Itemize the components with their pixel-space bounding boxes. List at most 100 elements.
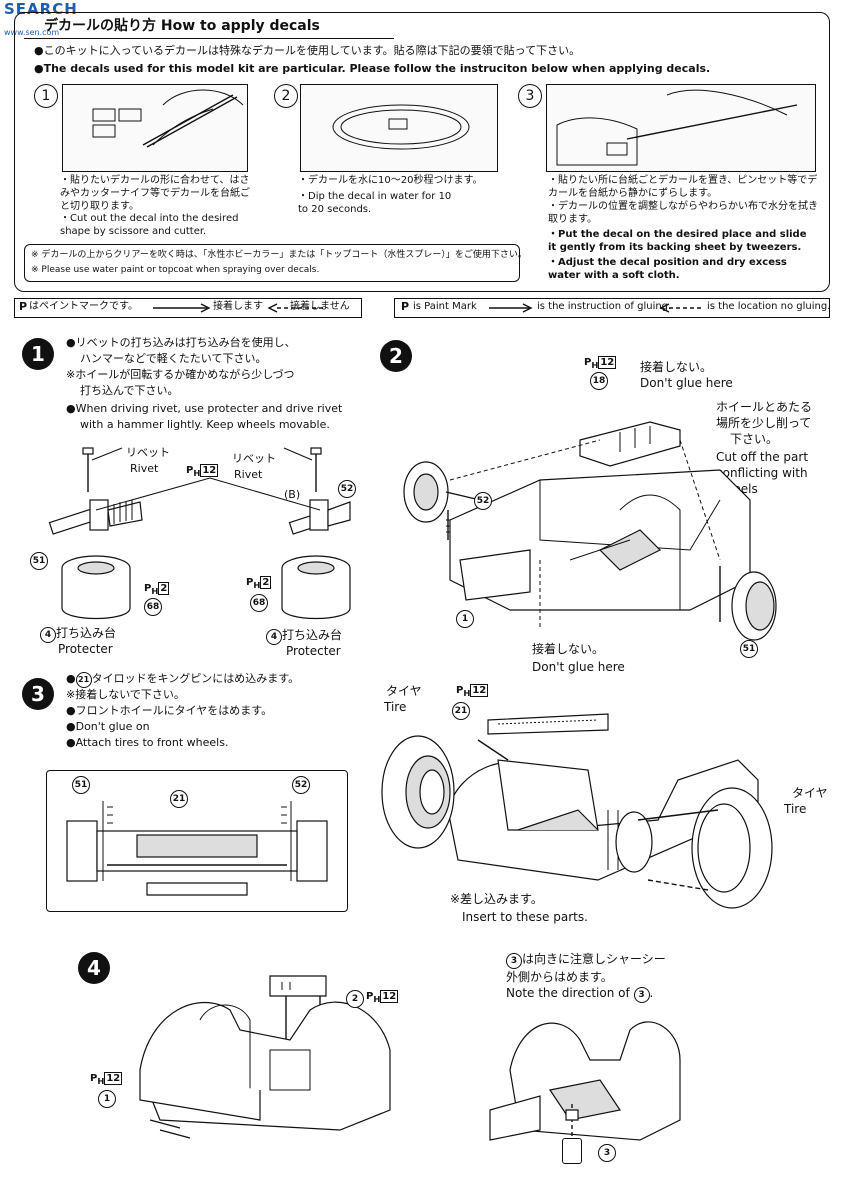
legend-jp-noglue-arrow: [267, 303, 325, 313]
step4-part-3-badge: 3: [598, 1144, 616, 1162]
step3-line2: ※接着しないで下さい。: [66, 688, 185, 701]
decal-step-3-jp: ・貼りたい所に台紙ごとデカールを置き、ピンセット等でデカールを台紙から静かにずら…: [548, 175, 818, 199]
step2-cut-jp1: ホイールとあたる: [716, 400, 813, 414]
decal-step-1-jp: ・貼りたいデカールの形に合わせて、はさみやカッターナイフ等でデカールを台紙ごと切…: [60, 175, 250, 212]
step3-line5: ●Attach tires to front wheels.: [66, 736, 229, 749]
legend-jp-paint-mark: P: [19, 300, 28, 313]
step2-cut-jp2: 場所を少し削って: [716, 416, 812, 430]
decal-step-1-en: ・Cut out the decal into the desired shap…: [60, 213, 239, 237]
step3-tire-jp: タイヤ: [386, 684, 422, 698]
step-1-badge: 1: [22, 338, 54, 370]
step1-line2: ハンマーなどで軽くたたいて下さい。: [80, 352, 267, 365]
decal-step-3-badge: 3: [518, 84, 542, 108]
inset-part-52-badge: 52: [292, 776, 310, 794]
step2-noglue-jp: 接着しない。: [640, 360, 713, 374]
step1-line4: 打ち込んで下さい。: [80, 384, 179, 397]
step-4-badge: 4: [78, 952, 110, 984]
decal-intro-en: ●The decals used for this model kit are …: [34, 62, 711, 75]
step4-part-3-piece: [562, 1138, 582, 1164]
part-4-right-badge: 4: [266, 629, 282, 645]
inset-part-51-badge: 51: [72, 776, 90, 794]
step2-noglue2-en: Don't glue here: [532, 660, 625, 674]
decal-step-2-en: ・Dip the decal in water for 10 to 20 sec…: [298, 191, 452, 215]
part-52-badge: 52: [338, 480, 356, 498]
step1-protect-left-en: Protecter: [58, 642, 113, 656]
legend-jp: P はペイントマークです。 接着します 接着しません: [14, 298, 362, 318]
step3-tire2-jp: タイヤ: [792, 786, 828, 800]
legend-jp-paint: はペイントマークです。: [29, 301, 138, 312]
part-21-inline-badge: 21: [75, 672, 92, 688]
decal-step-3-en2: ・Adjust the decal position and dry exces…: [548, 257, 787, 281]
step1-line3: ※ホイールが回転するか確かめながら少しづつ: [66, 368, 295, 381]
step2-cut-jp3: 下さい。: [730, 432, 779, 446]
decal-sliding-illustration: [556, 89, 798, 166]
decal-intro-jp: ●このキットに入っているデカールは特殊なデカールを使用しています。貼る際は下記の…: [34, 44, 581, 57]
step3-tire2-en: Tire: [784, 802, 807, 816]
decal-note-box: ※ デカールの上からクリアーを吹く時は、「水性ホビーカラー」または「トップコート…: [24, 244, 527, 282]
legend-jp-glue: 接着します: [213, 301, 263, 312]
part-1-step2-badge: 1: [456, 610, 474, 628]
step4-note-en: Note the direction of 3.: [506, 986, 653, 1003]
step2-cut-en1: Cut off the part: [716, 450, 809, 464]
step1-rivet-right-en: Rivet: [234, 468, 263, 481]
part-68-left-badge: 68: [144, 598, 162, 616]
step3-tire-mounting-drawing: [381, 713, 773, 909]
step1-protect-right-en: Protecter: [286, 644, 341, 658]
decal-note-jp: ※ デカールの上からクリアーを吹く時は、「水性ホビーカラー」または「トップコート…: [31, 250, 527, 260]
step1-b-label: (B): [284, 488, 301, 501]
decal-title: デカールの貼り方 How to apply decals: [44, 18, 320, 34]
step3-inset-box: [46, 770, 348, 912]
watermark-url: www.sen.com: [4, 28, 60, 37]
step3-tire-en: Tire: [384, 700, 407, 714]
part-51-badge: 51: [30, 552, 48, 570]
step-2-badge: 2: [380, 340, 412, 372]
decal-step-1-image: [62, 84, 248, 172]
inset-part-21-badge: 21: [170, 790, 188, 808]
step1-wheel-assembly-drawing: [48, 447, 351, 620]
decal-step-2-jp: ・デカールを水に10〜20秒程つけます。: [298, 175, 483, 186]
water-dish-illustration: [332, 104, 470, 150]
decal-cutting-illustration: [92, 89, 244, 148]
step3-line3: ●フロントホイールにタイヤをはめます。: [66, 704, 273, 717]
part-51-step2-badge: 51: [740, 640, 758, 658]
decal-step-2-image: [300, 84, 498, 172]
step1-line6: with a hammer lightly. Keep wheels movab…: [80, 418, 330, 431]
decal-step-3-en: ・Put the decal on the desired place and …: [548, 229, 807, 253]
part-18-badge: 18: [590, 372, 608, 390]
legend-en-noglue-arrow: [659, 303, 703, 313]
decal-step-1-badge: 1: [34, 84, 58, 108]
step1-rivet-left-jp: リベット: [126, 446, 170, 459]
decal-note-en: ※ Please use water paint or topcoat when…: [31, 265, 320, 275]
step2-cut-en2: conflicting with: [716, 466, 808, 480]
decal-step-2-badge: 2: [274, 84, 298, 108]
step4-note-jp2: 外側からはめます。: [506, 970, 613, 984]
legend-jp-noglue-text: 接着しません: [290, 301, 350, 312]
step2-noglue2-jp: 接着しない。: [532, 642, 605, 656]
step2-noglue-en: Don't glue here: [640, 376, 733, 390]
step3-insert-jp: ※差し込みます。: [450, 892, 543, 906]
step4-note-en-part-3-badge: 3: [633, 987, 650, 1003]
decal-title-bar: デカールの貼り方 How to apply decals: [24, 14, 394, 39]
step4-part-2-badge: 2: [346, 990, 364, 1008]
step1-rivet-left-en: Rivet: [130, 462, 159, 475]
part-4-left-badge: 4: [40, 627, 56, 643]
step4-part-1-badge: 1: [98, 1090, 116, 1108]
step2-chassis-drawing: [403, 421, 777, 641]
step1-rivet-right-jp: リベット: [232, 452, 276, 465]
step3-line4: ●Don't glue on: [66, 720, 150, 733]
step-3-badge: 3: [22, 678, 54, 710]
decal-step-3-jp2: ・デカールの位置を調整しながらやわらかい布で水分を拭き取ります。: [548, 201, 818, 225]
step1-line1: ●リベットの打ち込みは打ち込み台を使用し、: [66, 336, 296, 349]
legend-en-noglue: is the location no gluing.: [707, 301, 831, 312]
step4-note-part-3-badge: 3: [506, 953, 522, 969]
legend-en-paint-mark: P: [401, 300, 410, 313]
legend-en: P is Paint Mark is the instruction of gl…: [394, 298, 830, 318]
